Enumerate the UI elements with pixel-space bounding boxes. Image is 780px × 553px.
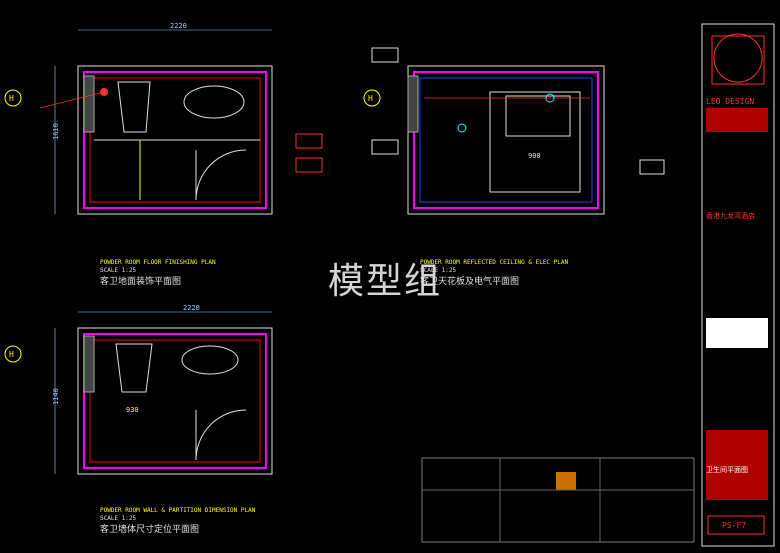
dim-bottom-3: 930 (126, 406, 139, 414)
plan2-title-en: POWDER ROOM REFLECTED CEILING & ELEC PLA… (420, 259, 568, 266)
plan1-scale: SCALE 1:25 (100, 267, 137, 274)
plan-wall-dimension (54, 311, 273, 475)
plan3-scale: SCALE 1:25 (100, 515, 137, 522)
project-name: 香港九龙湾酒店 (706, 211, 755, 220)
plan1-title-en: POWDER ROOM FLOOR FINISHING PLAN (100, 259, 216, 266)
dim-left-1: 1610 (52, 123, 60, 140)
drawing-type: 卫生间平面图 (706, 465, 748, 474)
dim-mid-2: 900 (528, 152, 541, 160)
plan2-title-cn: 客卫天花板及电气平面图 (420, 275, 519, 287)
plan3-title-en: POWDER ROOM WALL & PARTITION DIMENSION P… (100, 507, 256, 514)
dim-top-3: 2220 (183, 304, 200, 312)
plan3-title-cn: 客卫墙体尺寸定位平面图 (100, 523, 199, 535)
plan-floor-finishing (39, 29, 323, 215)
plan-reflected-ceiling (371, 47, 665, 215)
key-plan (421, 457, 695, 543)
dim-top-1: 2220 (170, 22, 187, 30)
dim-left-3: 1140 (52, 388, 60, 405)
marker-h-1: H (9, 94, 14, 103)
section-markers (4, 89, 381, 363)
title-block (701, 23, 775, 547)
marker-h-2: H (368, 94, 373, 103)
marker-h-3: H (9, 350, 14, 359)
sheet-number: PS-F7 (722, 521, 746, 530)
plan1-title-cn: 客卫地面装饰平面图 (100, 275, 181, 287)
company-name: LEO DESIGN (706, 97, 754, 106)
plan2-scale: SCALE 1:25 (420, 267, 457, 274)
watermark: 模型组 (328, 261, 443, 302)
